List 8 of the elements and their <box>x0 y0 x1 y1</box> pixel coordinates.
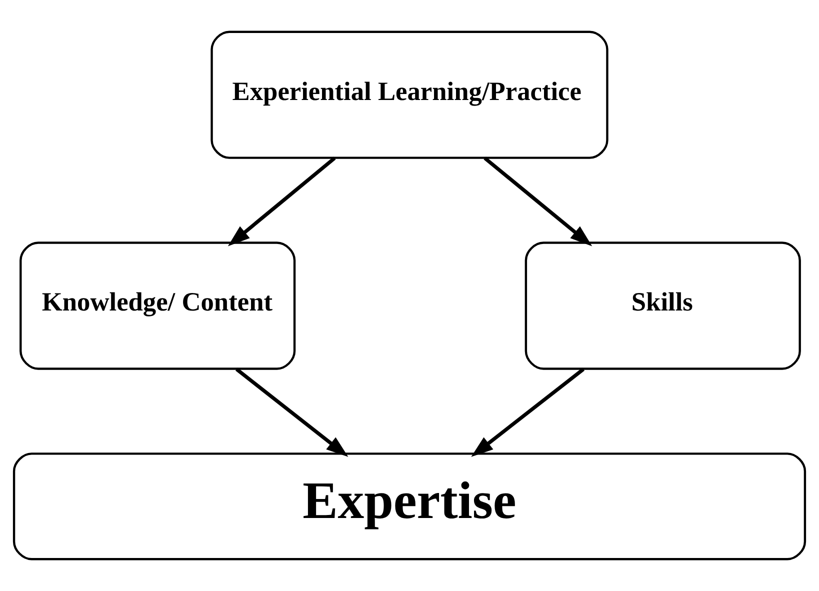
arrow <box>235 368 348 457</box>
arrow <box>228 156 336 246</box>
node-box: Expertise <box>12 452 806 560</box>
arrow <box>471 368 585 457</box>
arrow <box>484 156 592 246</box>
node-box: Experiential Learning/Practice <box>210 30 608 159</box>
node-box: Knowledge/ Content <box>20 242 296 370</box>
node-box: Skills <box>524 242 801 370</box>
